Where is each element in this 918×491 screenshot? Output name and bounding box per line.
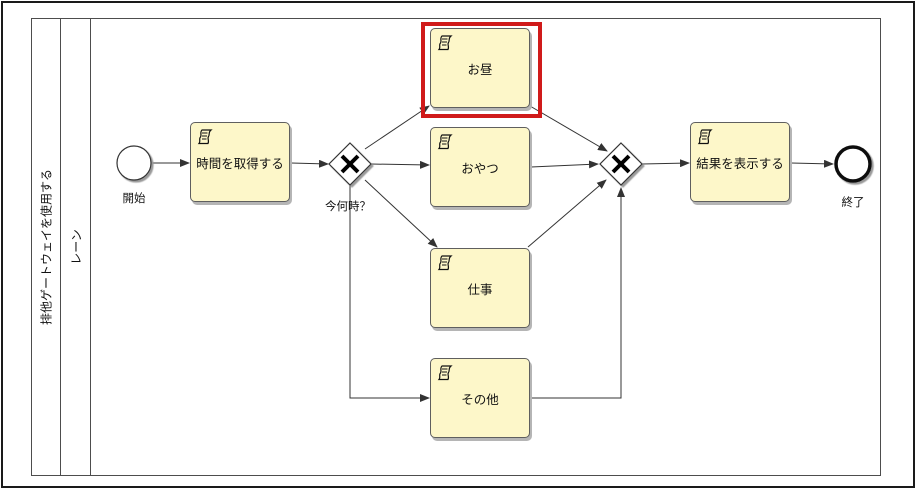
task-get-time[interactable]: 時間を取得する — [190, 122, 290, 202]
task-show-result[interactable]: 結果を表示する — [690, 122, 790, 202]
flow-get-time-to-gateway[interactable] — [290, 159, 329, 168]
exclusive-x-icon — [340, 154, 360, 174]
gateway-label: 今何時？ — [325, 199, 371, 213]
script-task-icon — [437, 365, 453, 381]
pool-header[interactable]: 排他ゲートウェイを使用する — [31, 18, 61, 476]
task-work[interactable]: 仕事 — [430, 248, 530, 328]
script-task-icon — [437, 134, 453, 150]
script-task-icon — [197, 129, 213, 145]
task-label: 結果を表示する — [696, 155, 784, 171]
task-snack[interactable]: おやつ — [430, 127, 530, 207]
pool[interactable] — [31, 18, 881, 476]
exclusive-gateway-split[interactable] — [328, 142, 372, 186]
end-event-label: 終了 — [841, 195, 865, 209]
lane-header[interactable]: レーン — [61, 18, 91, 476]
task-lunch[interactable]: お昼 — [430, 28, 530, 108]
task-label: 時間を取得する — [196, 155, 284, 171]
flow-snack-to-merge[interactable] — [530, 160, 599, 169]
flow-work-to-merge[interactable] — [527, 179, 607, 248]
flow-merge-to-show-result[interactable] — [641, 159, 690, 168]
exclusive-gateway-merge[interactable] — [599, 142, 643, 186]
script-task-icon — [697, 129, 713, 145]
flow-gateway-to-snack[interactable] — [370, 160, 430, 169]
flow-lunch-to-merge[interactable] — [529, 105, 608, 152]
task-label: 仕事 — [467, 281, 493, 297]
script-task-icon — [437, 255, 453, 271]
flow-other-to-merge[interactable] — [531, 187, 625, 399]
flow-gateway-to-lunch[interactable] — [364, 105, 430, 150]
end-event[interactable] — [834, 145, 872, 183]
start-event-label: 開始 — [122, 191, 146, 205]
task-label: お昼 — [467, 61, 493, 77]
exclusive-x-icon — [611, 154, 631, 174]
task-other[interactable]: その他 — [430, 358, 530, 438]
task-label: おやつ — [461, 160, 499, 176]
script-task-icon — [437, 35, 453, 51]
selection-highlight — [421, 22, 542, 118]
flow-gateway-to-work[interactable] — [364, 179, 438, 248]
task-label: その他 — [461, 391, 499, 407]
start-event[interactable] — [116, 145, 152, 181]
flow-gateway-to-other[interactable] — [349, 185, 430, 402]
flow-show-result-to-end[interactable] — [790, 159, 834, 168]
